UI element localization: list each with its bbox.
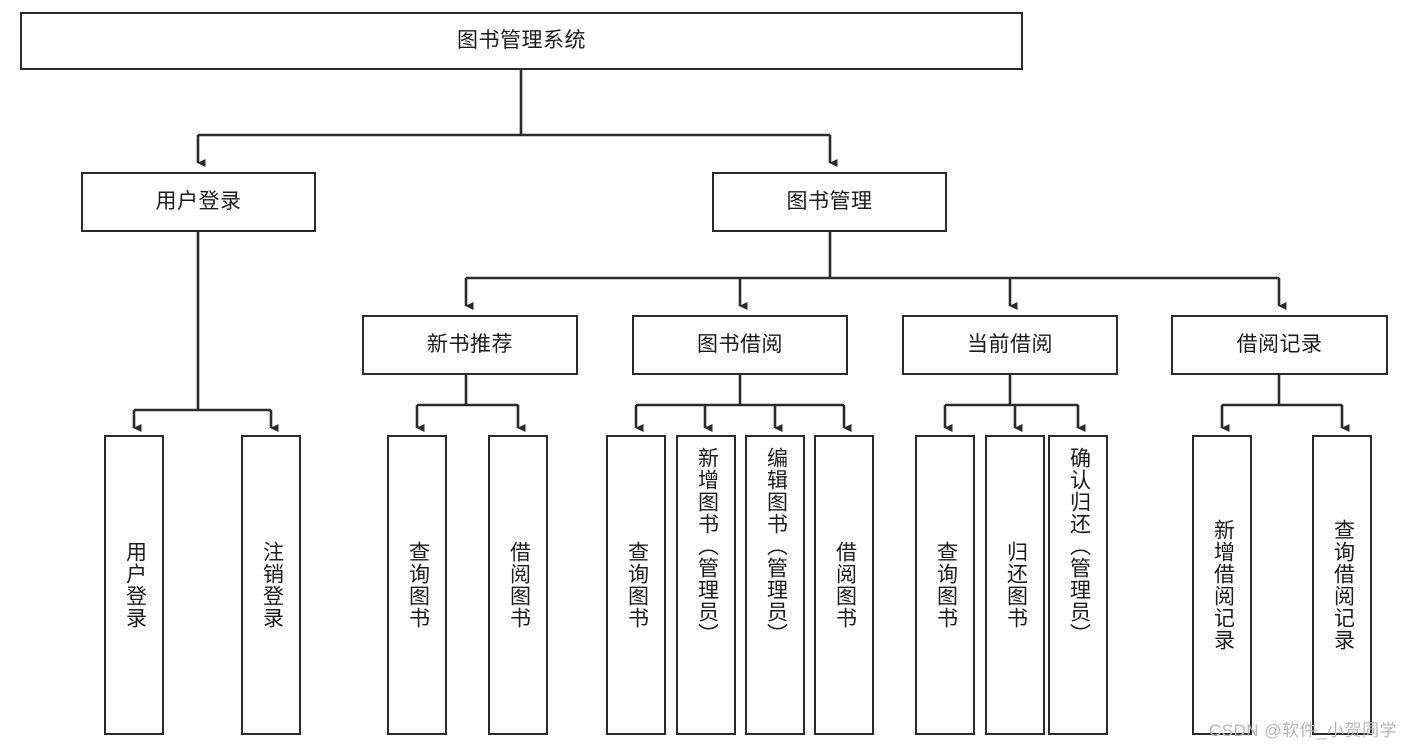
node-label: 图书管理系统 xyxy=(457,29,586,53)
node-current-borrowing[interactable]: 当前借阅 xyxy=(902,315,1118,375)
node-leaf-return-book[interactable]: 归还图书 xyxy=(985,435,1045,735)
node-label: 新增图书（管理员） xyxy=(695,447,719,645)
node-leaf-add-book-admin[interactable]: 新增图书（管理员） xyxy=(676,435,736,735)
node-label: 用户登录 xyxy=(155,190,242,214)
node-label: 图书管理 xyxy=(786,190,873,214)
node-label: 查询图书 xyxy=(406,541,430,629)
node-label: 注销登录 xyxy=(260,541,284,629)
node-leaf-add-borrow-record[interactable]: 新增借阅记录 xyxy=(1192,435,1252,735)
node-book-borrowing[interactable]: 图书借阅 xyxy=(632,315,848,375)
node-leaf-query-borrow-record[interactable]: 查询借阅记录 xyxy=(1312,435,1372,735)
node-label: 图书借阅 xyxy=(697,333,783,357)
node-leaf-query-book-recommend[interactable]: 查询图书 xyxy=(387,435,447,735)
node-root-book-management-system[interactable]: 图书管理系统 xyxy=(20,12,1023,70)
node-leaf-edit-book-admin[interactable]: 编辑图书（管理员） xyxy=(745,435,805,735)
node-leaf-confirm-return-admin[interactable]: 确认归还（管理员） xyxy=(1048,435,1108,735)
node-label: 编辑图书（管理员） xyxy=(764,447,788,645)
node-label: 借阅图书 xyxy=(833,541,857,629)
node-label: 查询图书 xyxy=(625,541,649,629)
node-label: 当前借阅 xyxy=(967,333,1053,357)
node-leaf-borrow-book[interactable]: 借阅图书 xyxy=(814,435,874,735)
node-label: 用户登录 xyxy=(123,541,147,629)
node-label: 确认归还（管理员） xyxy=(1067,447,1091,645)
node-leaf-logout[interactable]: 注销登录 xyxy=(241,435,301,735)
node-leaf-query-book-current[interactable]: 查询图书 xyxy=(915,435,975,735)
node-borrowing-record[interactable]: 借阅记录 xyxy=(1171,315,1388,375)
node-leaf-query-book-borrow[interactable]: 查询图书 xyxy=(606,435,666,735)
node-label: 借阅记录 xyxy=(1236,333,1323,357)
node-label: 新增借阅记录 xyxy=(1211,519,1235,651)
node-book-management[interactable]: 图书管理 xyxy=(712,172,947,232)
node-label: 借阅图书 xyxy=(507,541,531,629)
node-label: 查询图书 xyxy=(934,541,958,629)
node-leaf-user-login[interactable]: 用户登录 xyxy=(104,435,164,735)
node-label: 查询借阅记录 xyxy=(1331,519,1355,651)
node-user-login[interactable]: 用户登录 xyxy=(81,172,316,232)
node-leaf-borrow-book-recommend[interactable]: 借阅图书 xyxy=(488,435,548,735)
node-label: 归还图书 xyxy=(1004,541,1028,629)
node-label: 新书推荐 xyxy=(427,333,513,357)
node-new-book-recommendation[interactable]: 新书推荐 xyxy=(362,315,578,375)
